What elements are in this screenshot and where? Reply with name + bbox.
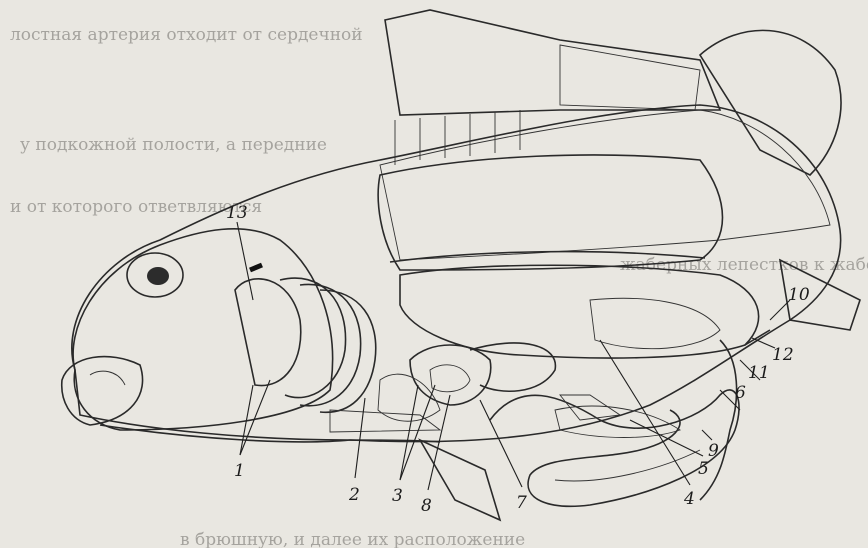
dorsal-fin: [385, 10, 720, 115]
label-12: 12: [772, 345, 794, 365]
label-8: 8: [421, 496, 432, 516]
bg-text-line: лостная артерия отходит от сердечной: [10, 25, 363, 45]
bg-text-line: и от которого ответвляются: [10, 197, 262, 217]
pupil: [147, 267, 169, 285]
fish-head: [62, 229, 333, 430]
muscle-and-spine: [378, 155, 722, 270]
kidney: [590, 298, 720, 348]
label-1: 1: [234, 461, 245, 481]
label-11: 11: [748, 363, 770, 383]
label-5: 5: [698, 459, 709, 479]
label-9: 9: [708, 441, 719, 461]
bg-text-line: у подкожной полости, а передние: [20, 135, 327, 155]
swim-bladder: [400, 265, 759, 358]
label-7: 7: [516, 493, 527, 513]
bg-text-line: жаберных лепестков к жаберным: [620, 255, 868, 275]
label-2: 2: [348, 485, 360, 505]
ovary: [555, 406, 680, 437]
label-4: 4: [683, 489, 695, 509]
label-13: 13: [226, 203, 248, 223]
figure-labels: 13 1 2 3 8 7 4 5 9 6 11 12 10: [226, 203, 810, 516]
background-page-text: лостная артерия отходит от сердечной у п…: [10, 25, 868, 548]
heart: [410, 345, 491, 405]
label-10: 10: [788, 285, 810, 305]
label-6: 6: [735, 383, 746, 403]
gill-arches: [235, 265, 376, 412]
caudal-fin: [700, 30, 860, 330]
label-3: 3: [392, 486, 403, 506]
bg-text-line: в брюшную, и далее их расположение: [180, 530, 525, 548]
